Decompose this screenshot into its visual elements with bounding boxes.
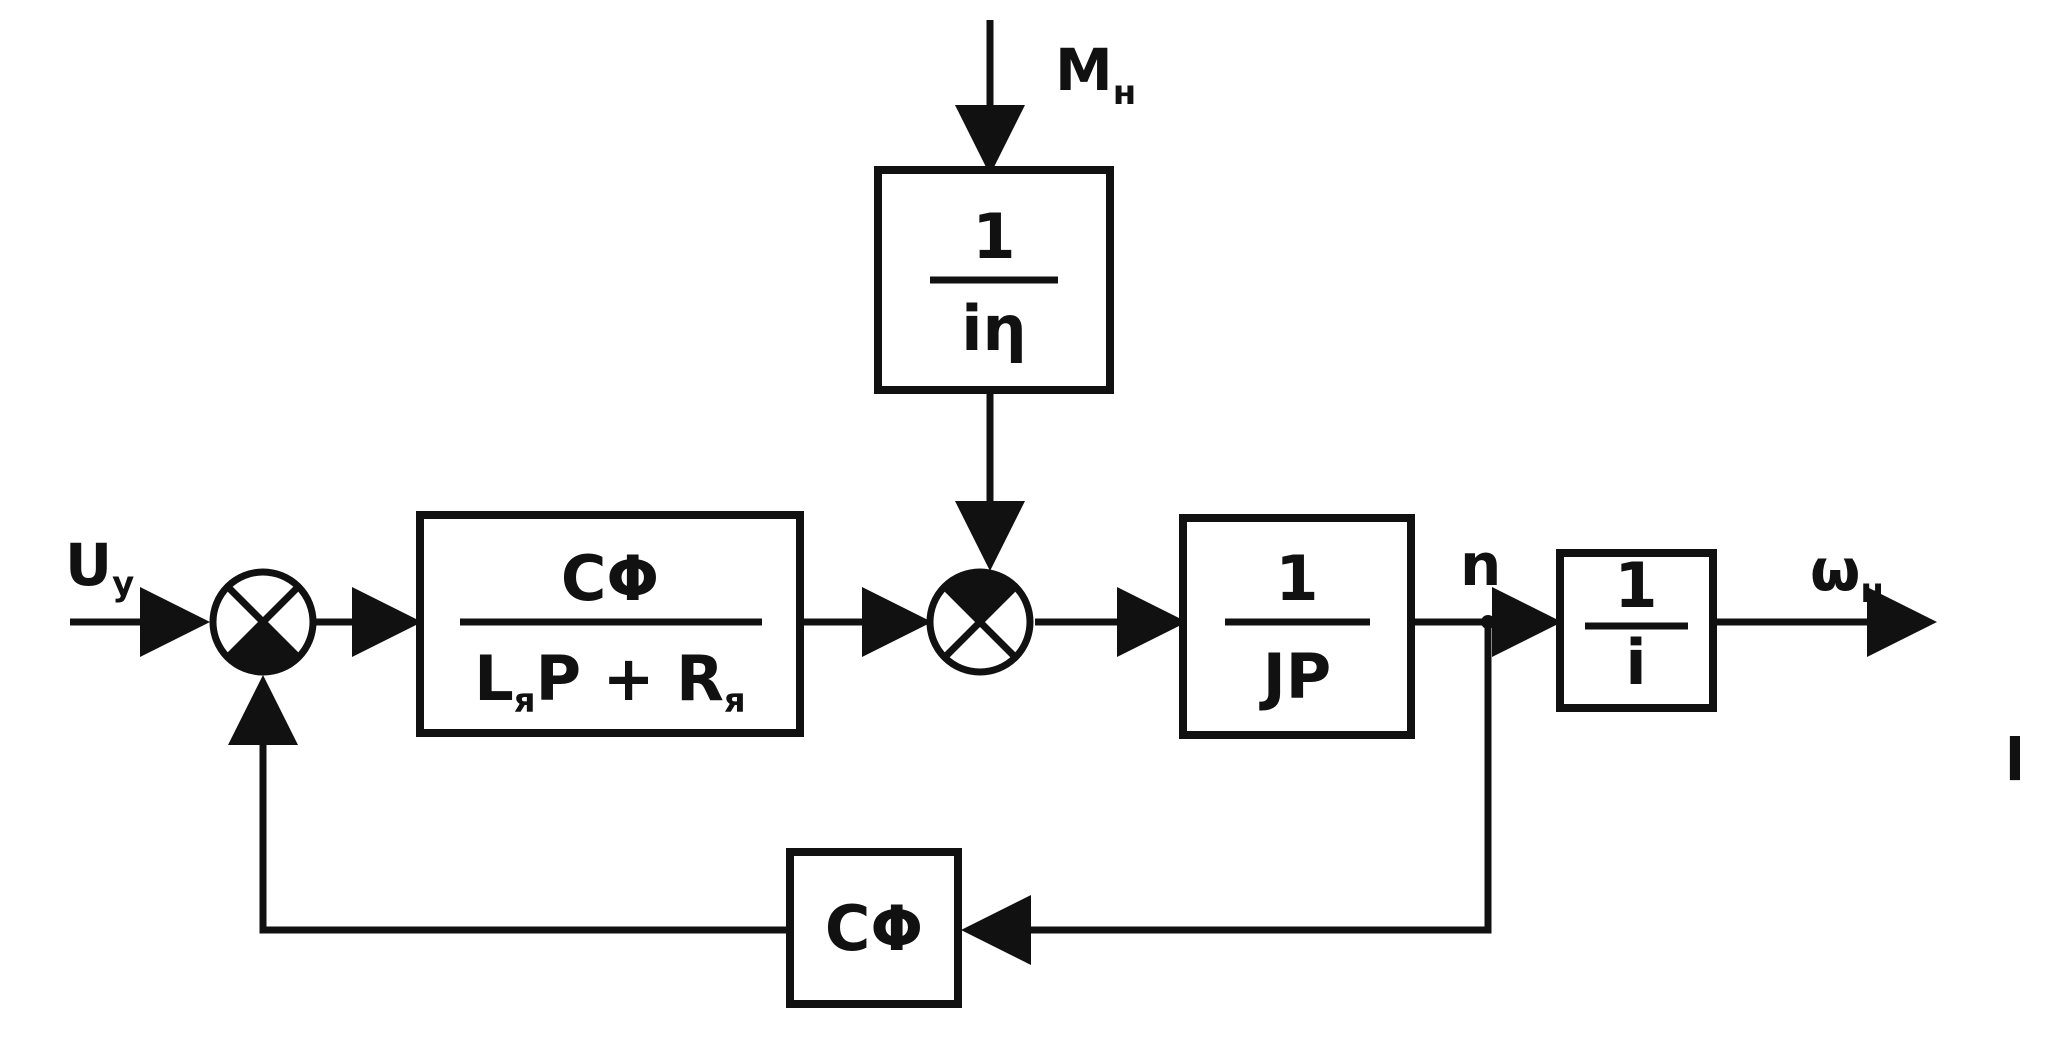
output-speed-label: ωн — [1810, 536, 1884, 611]
gear-ratio-block: 1 i — [1556, 549, 1717, 712]
pickoff-point — [1481, 615, 1495, 629]
load-torque-label: Mн — [1055, 36, 1136, 113]
feedback-return-line — [228, 675, 788, 934]
inertia-block: 1 JP — [1179, 514, 1415, 739]
summing-junction-1 — [209, 568, 317, 676]
armature-numerator: CΦ — [561, 542, 659, 615]
feedback-pickoff-line — [961, 622, 1492, 965]
gear-denominator: i — [1625, 626, 1646, 699]
negative-sector — [228, 622, 298, 672]
load-denominator: iη — [961, 292, 1026, 365]
inertia-numerator: 1 — [1275, 542, 1318, 615]
negative-sector — [945, 572, 1015, 622]
summing-junction-2 — [926, 568, 1034, 676]
feedback-gain: CΦ — [825, 892, 923, 965]
speed-label: n — [1460, 531, 1501, 599]
margin-mark: l — [2005, 726, 2025, 794]
inertia-denominator: JP — [1259, 640, 1332, 713]
armature-block: CΦ LяP + Rя — [416, 511, 804, 737]
gear-numerator: 1 — [1614, 549, 1657, 622]
input-voltage-label: Uу — [65, 531, 134, 604]
feedback-block: CΦ — [786, 848, 962, 1008]
load-torque-block: 1 iη — [874, 166, 1114, 394]
armature-denominator: LяP + Rя — [474, 642, 746, 721]
signal-lines — [70, 20, 1937, 965]
load-numerator: 1 — [972, 200, 1015, 273]
